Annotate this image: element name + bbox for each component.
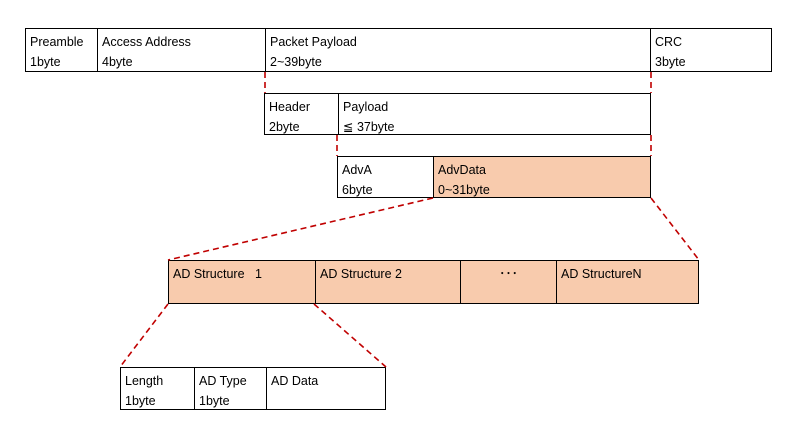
ad-structure-n-label: AD StructureN bbox=[561, 267, 642, 281]
advdata-size: 0~31byte bbox=[438, 183, 490, 197]
packet-payload-field: Packet Payload 2~39byte bbox=[265, 29, 650, 71]
ad-structure-1-label: AD Structure 1 bbox=[173, 267, 262, 281]
connector-advdata-right bbox=[650, 197, 700, 261]
pdu-row: Header 2byte Payload ≦ 37byte bbox=[264, 93, 651, 135]
preamble-name: Preamble bbox=[30, 35, 84, 49]
packet-payload-name: Packet Payload bbox=[270, 35, 357, 49]
header-name: Header bbox=[269, 100, 310, 114]
pdu-payload-field: Payload ≦ 37byte bbox=[338, 94, 650, 134]
ad-structures-row: AD Structure 1 AD Structure 2 ･･･ AD Str… bbox=[168, 260, 699, 304]
header-field: Header 2byte bbox=[265, 94, 338, 134]
preamble-field: Preamble 1byte bbox=[26, 29, 97, 71]
access-address-size: 4byte bbox=[102, 55, 133, 69]
advdata-field: AdvData 0~31byte bbox=[433, 157, 650, 197]
ad-structure-detail-row: Length 1byte AD Type 1byte AD Data bbox=[120, 367, 386, 410]
ad-type-name: AD Type bbox=[199, 374, 247, 388]
ad-structure-2-label: AD Structure 2 bbox=[320, 267, 402, 281]
ad-type-size: 1byte bbox=[199, 394, 230, 408]
adva-field: AdvA 6byte bbox=[338, 157, 433, 197]
pdu-payload-size: ≦ 37byte bbox=[343, 120, 395, 134]
connector-ad-structure-right bbox=[313, 303, 387, 368]
ad-structure-ellipsis: ･･･ bbox=[460, 261, 556, 303]
packet-payload-size: 2~39byte bbox=[270, 55, 322, 69]
adva-size: 6byte bbox=[342, 183, 373, 197]
packet-row: Preamble 1byte Access Address 4byte Pack… bbox=[25, 28, 772, 72]
ad-data-field: AD Data bbox=[266, 368, 385, 409]
length-name: Length bbox=[125, 374, 164, 388]
pdu-payload-name: Payload bbox=[343, 100, 389, 114]
access-address-field: Access Address 4byte bbox=[97, 29, 265, 71]
crc-field: CRC 3byte bbox=[650, 29, 771, 71]
advdata-name: AdvData bbox=[438, 163, 486, 177]
length-size: 1byte bbox=[125, 394, 156, 408]
adv-payload-row: AdvA 6byte AdvData 0~31byte bbox=[337, 156, 651, 198]
adva-name: AdvA bbox=[342, 163, 372, 177]
ad-structure-n: AD StructureN bbox=[556, 261, 698, 303]
ad-structure-2: AD Structure 2 bbox=[315, 261, 460, 303]
ad-data-name: AD Data bbox=[271, 374, 319, 388]
ad-type-field: AD Type 1byte bbox=[194, 368, 266, 409]
connector-advdata-left bbox=[167, 197, 434, 261]
connector-ad-structure-left bbox=[119, 303, 169, 368]
preamble-size: 1byte bbox=[30, 55, 61, 69]
length-field: Length 1byte bbox=[121, 368, 194, 409]
ellipsis-label: ･･･ bbox=[499, 267, 518, 281]
access-address-name: Access Address bbox=[102, 35, 191, 49]
header-size: 2byte bbox=[269, 120, 300, 134]
crc-size: 3byte bbox=[655, 55, 686, 69]
crc-name: CRC bbox=[655, 35, 683, 49]
ad-structure-1: AD Structure 1 bbox=[169, 261, 315, 303]
